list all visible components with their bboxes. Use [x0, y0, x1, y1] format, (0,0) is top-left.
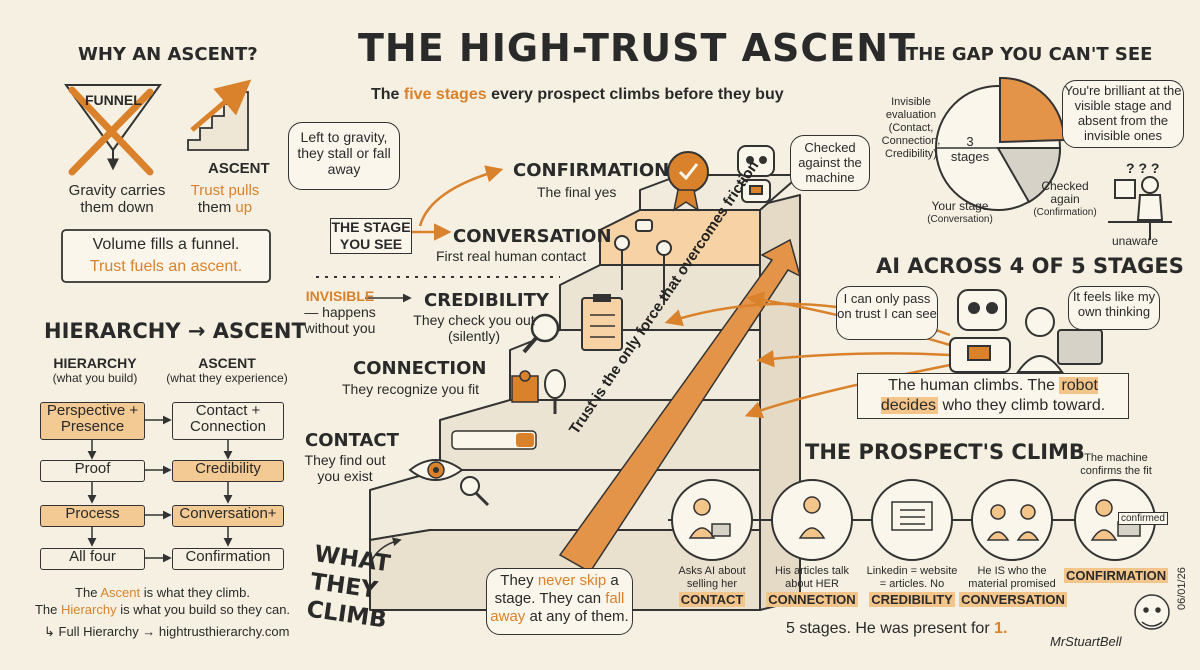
ascent-item-3: Conversation+: [172, 505, 284, 527]
hierarchy-item-2: Proof: [40, 460, 145, 482]
funnel-icon: [64, 84, 162, 176]
gravity-bubble: Left to gravity, they stall or fall away: [288, 122, 400, 190]
climb-step-2-stage: CONNECTION: [766, 592, 858, 607]
stage-connection-desc: They recognize you fit: [342, 381, 479, 397]
clipboard-icon: [581, 294, 623, 351]
ascent-caption: Trust pulls them up: [190, 182, 260, 216]
ai-box: The human climbs. The robot decides who …: [857, 373, 1129, 419]
signature: MrStuartBell: [1050, 634, 1122, 649]
robot-on-stairs-icon: [737, 145, 775, 203]
gap-heading: THE GAP YOU CAN'T SEE: [906, 44, 1153, 65]
puzzle-icon: [511, 370, 539, 403]
gap-pie-chart: [935, 76, 1066, 211]
gap-unaware: unaware: [1112, 234, 1159, 248]
ai-robot-bubble: I can only pass on trust I can see: [836, 286, 938, 340]
climb-heading: THE PROSPECT'S CLIMB: [805, 440, 1085, 464]
what-they-climb: WHAT THEY CLIMB: [304, 541, 392, 634]
climb-arrow: [371, 537, 402, 561]
hierarchy-connectors: [87, 415, 233, 563]
gap-checked-again: Checked again(Confirmation): [1033, 179, 1097, 219]
ascent-label: ASCENT: [208, 160, 270, 177]
mirror-icon: [544, 369, 566, 414]
col-left-head: HIERARCHY(what you build): [52, 355, 138, 385]
ascent-stairs-icon: [187, 79, 252, 151]
date: 06/01/26: [1176, 567, 1188, 610]
man-at-laptop-icon: [1016, 307, 1103, 373]
magnifier-icon-credibility: [522, 313, 560, 354]
col-right-head: ASCENT(what they experience): [166, 355, 288, 385]
page-title: THE HIGH-TRUST ASCENT: [358, 26, 916, 70]
stage-conversation-name: CONVERSATION: [453, 226, 612, 247]
magnifier-icon-contact: [460, 476, 490, 507]
hierarchy-heading: HIERARCHY → ASCENT: [44, 319, 306, 343]
eye-icon: [408, 459, 464, 481]
gap-invisible-label: Invisible evaluation (Contact, Connectio…: [881, 96, 941, 160]
hierarchy-link[interactable]: ↳ Full Hierarchy → hightrusthierarchy.co…: [44, 624, 290, 639]
ascent-item-4: Confirmation: [172, 548, 284, 570]
gap-bubble: You're brilliant at the visible stage an…: [1062, 80, 1184, 148]
award-badge-icon: [667, 151, 709, 212]
never-skip-bubble: They never skip a stage. They can fall a…: [486, 568, 633, 635]
stage-contact-desc: They find out you exist: [304, 452, 386, 484]
climb-step-4-stage: CONVERSATION: [959, 592, 1067, 607]
funnel-label: FUNNEL: [85, 92, 142, 108]
climb-footer: 5 stages. He was present for 1.: [786, 620, 1008, 637]
gap-question-marks: ? ? ?: [1126, 160, 1160, 176]
author-portrait-icon: [1134, 594, 1170, 630]
ai-heading: AI ACROSS 4 OF 5 STAGES: [876, 254, 1184, 278]
climb-timeline: [668, 479, 1156, 561]
subtitle: The five stages every prospect climbs be…: [371, 86, 784, 103]
climb-step-5-stage: CONFIRMATION: [1064, 568, 1169, 583]
stage-confirmation-name: CONFIRMATION: [513, 160, 670, 181]
climb-step-4-caption: He IS who the material promised: [968, 565, 1056, 590]
climb-step-1-stage: CONTACT: [678, 592, 746, 607]
why-box-frame: [61, 229, 271, 283]
confirmed-tag: confirmed: [1118, 512, 1168, 525]
stage-contact-name: CONTACT: [305, 430, 399, 451]
hierarchy-notes: The Ascent is what they climb. The Hiera…: [34, 585, 291, 617]
ai-human-bubble: It feels like my own thinking: [1068, 286, 1160, 330]
hierarchy-item-4: All four: [40, 548, 145, 570]
people-talking-icon: [614, 219, 672, 305]
ascent-item-1: Contact + Connection: [172, 402, 284, 440]
robot-icon: [949, 289, 1011, 373]
hierarchy-item-3: Process: [40, 505, 145, 527]
gap-your-stage: Your stage(Conversation): [927, 199, 993, 226]
hierarchy-item-1: Perspective + Presence: [40, 402, 145, 440]
stage-conversation-desc: First real human contact: [436, 248, 587, 264]
why-box: Volume fills a funnel. Trust fuels an as…: [89, 236, 243, 275]
climb-machine-note: The machine confirms the fit: [1080, 452, 1152, 477]
invisible-note: INVISIBLE — happens without you: [304, 288, 376, 336]
person-at-desk-icon: [1108, 176, 1172, 240]
stage-confirmation-desc: The final yes: [537, 184, 617, 200]
stage-credibility-name: CREDIBILITY: [424, 290, 549, 311]
search-bar-icon: [451, 430, 537, 450]
trust-arrow: [558, 238, 802, 573]
stage-connection-name: CONNECTION: [353, 358, 487, 379]
stage-you-see-tag: THE STAGE YOU SEE: [330, 218, 412, 254]
climb-step-3-stage: CREDIBILITY: [869, 592, 955, 607]
why-heading: WHY AN ASCENT?: [78, 44, 258, 65]
stage-credibility-desc: They check you out (silently): [413, 312, 535, 344]
checked-machine-bubble: Checked against the machine: [790, 135, 870, 191]
ascent-item-2: Credibility: [172, 460, 284, 482]
gap-three-stages: 3 stages: [950, 134, 990, 164]
